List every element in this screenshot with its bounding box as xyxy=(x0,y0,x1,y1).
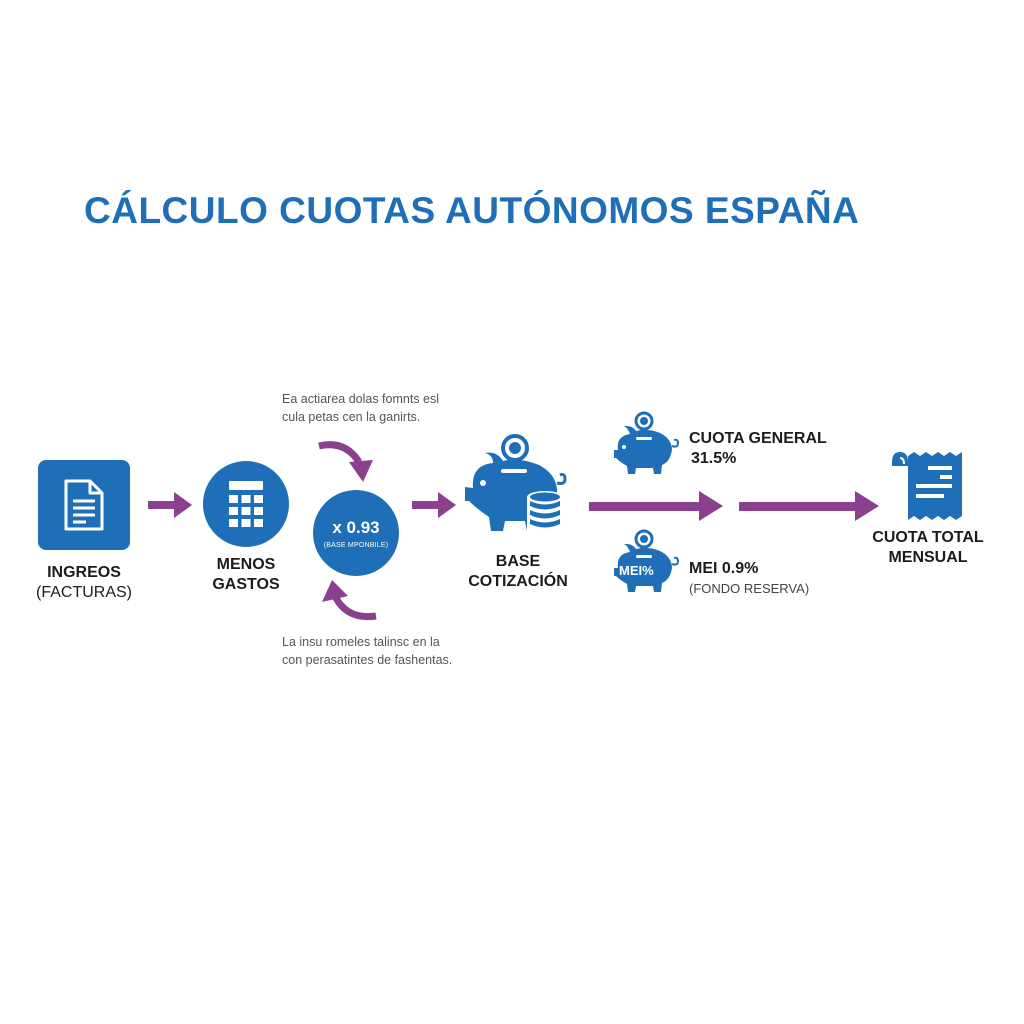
long-arrow-right-icon xyxy=(589,491,723,521)
curved-arrow-up-icon xyxy=(322,580,377,621)
mei-sub: (FONDO RESERVA) xyxy=(689,581,810,596)
gastos-node xyxy=(203,461,289,547)
long-arrow-right-icon xyxy=(739,491,879,521)
total-line2: MENSUAL xyxy=(888,549,968,566)
document-icon xyxy=(64,479,104,531)
base-label: BASE COTIZACIÓN xyxy=(458,552,578,592)
receipt-icon xyxy=(892,452,962,520)
mei-badge: MEI% xyxy=(619,563,654,578)
arrow-right-icon xyxy=(412,492,456,518)
cuota-general-rate: 31.5% xyxy=(691,450,737,467)
piggy-bank-icon xyxy=(614,411,680,474)
mei-text: MEI 0.9% (FONDO RESERVA) xyxy=(689,559,809,599)
top-note: Ea actiarea dolas fomnts esl cula petas … xyxy=(282,390,439,426)
bottom-note: La insu romeles talinsc en la con perasa… xyxy=(282,633,452,669)
ingresos-node xyxy=(38,460,130,550)
top-note-line2: cula petas cen la ganirts. xyxy=(282,410,421,424)
base-line1: BASE xyxy=(495,553,541,570)
page-title: CÁLCULO CUOTAS AUTÓNOMOS ESPAÑA xyxy=(84,190,860,231)
curved-arrow-down-icon xyxy=(318,441,373,482)
arrow-right-icon xyxy=(148,492,192,518)
ingresos-label: INGREOS (FACTURAS) xyxy=(30,563,138,603)
ingresos-line2: (FACTURAS) xyxy=(36,584,132,601)
piggy-bank-mei-icon xyxy=(614,529,680,592)
bottom-note-line2: con perasatintes de fashentas. xyxy=(282,653,453,667)
total-label: CUOTA TOTAL MENSUAL xyxy=(866,528,990,568)
gastos-line1: MENOS xyxy=(216,556,276,573)
cuota-general-line1: CUOTA GENERAL xyxy=(689,430,827,447)
base-line2: COTIZACIÓN xyxy=(468,573,568,590)
multiplier-sub: (BASE MPONBILE) xyxy=(323,541,389,549)
mei-piggy: MEI% xyxy=(612,528,682,594)
piggy-bank-coins-icon xyxy=(465,434,567,531)
top-note-line1: Ea actiarea dolas fomnts esl xyxy=(282,392,440,406)
multiplier-value: x 0.93 xyxy=(332,517,380,537)
mei-rate: MEI 0.9% xyxy=(689,560,759,577)
ingresos-line1: INGREOS xyxy=(47,564,121,581)
multiplier-node: x 0.93 (BASE MPONBILE) xyxy=(313,490,399,576)
gastos-label: MENOS GASTOS xyxy=(196,555,296,595)
gastos-line2: GASTOS xyxy=(212,576,280,593)
bottom-note-line1: La insu romeles talinsc en la xyxy=(282,635,440,649)
cuota-general-text: CUOTA GENERAL 31.5% xyxy=(689,429,827,469)
total-line1: CUOTA TOTAL xyxy=(872,529,984,546)
calculator-icon xyxy=(229,481,263,527)
